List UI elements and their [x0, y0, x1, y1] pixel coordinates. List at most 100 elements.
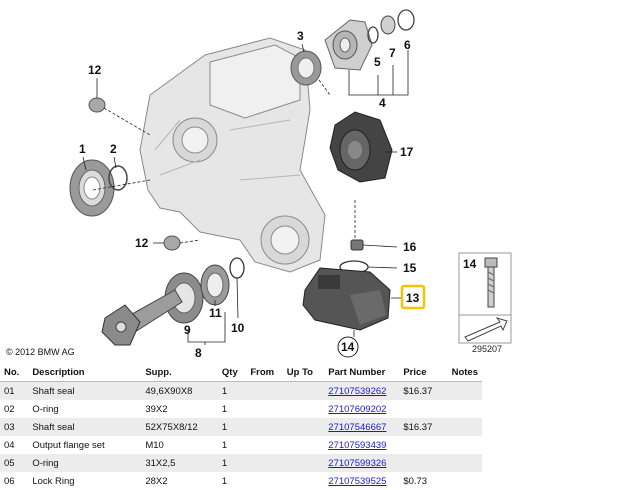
- cell-description: O-ring: [28, 454, 142, 472]
- part-number-link[interactable]: 27107609202: [328, 403, 387, 415]
- cell-no: 01: [0, 381, 29, 400]
- table-row: 03 Shaft seal 52X75X8/12 1 27107546667 $…: [0, 418, 482, 436]
- output-shaft-part-8[interactable]: [101, 289, 183, 346]
- callout-1: 1: [79, 142, 86, 156]
- lock-ring-part-6[interactable]: [397, 9, 415, 31]
- header-supp: Supp.: [141, 363, 218, 382]
- callout-7: 7: [389, 46, 396, 60]
- table-row: 06 Lock Ring 28X2 1 27107539525 $0.73: [0, 472, 482, 490]
- actuator-motor-part-17[interactable]: [329, 111, 393, 183]
- table-row: 05 O-ring 31X2,5 1 27107599326: [0, 454, 482, 472]
- callout-13: 13: [406, 291, 420, 305]
- cell-upto: [282, 418, 325, 436]
- cell-part-number: 27107539525: [324, 472, 399, 490]
- cell-from: [246, 436, 282, 454]
- callout-4: 4: [379, 96, 386, 110]
- cell-qty: 1: [217, 454, 247, 472]
- cell-notes: [447, 454, 482, 472]
- cell-price: $0.73: [403, 475, 428, 487]
- inset-panel: 14: [458, 252, 512, 344]
- cell-price: [399, 436, 447, 454]
- cell-no: 05: [0, 454, 29, 472]
- callout-16: 16: [403, 240, 417, 254]
- o-ring-part-10[interactable]: [229, 257, 245, 279]
- part-16[interactable]: [350, 239, 364, 251]
- cell-supp: 28X2: [145, 475, 168, 487]
- callout-11: 11: [209, 306, 222, 320]
- o-ring-part-2[interactable]: [108, 165, 128, 191]
- callout-8: 8: [195, 346, 202, 360]
- shaft-seal-part-3[interactable]: [290, 50, 322, 86]
- cell-description: O-ring: [32, 403, 59, 415]
- callout-9: 9: [184, 323, 191, 337]
- callout-13-highlight[interactable]: 13: [400, 284, 426, 310]
- cell-qty: 1: [221, 403, 228, 415]
- o-ring-part-5[interactable]: [367, 26, 379, 44]
- part-number-link[interactable]: 27107599326: [328, 457, 387, 469]
- header-upto: Up To: [282, 363, 325, 382]
- cell-notes: [447, 418, 482, 436]
- cell-no: 04: [4, 439, 15, 451]
- cell-supp: 31X2,5: [141, 454, 218, 472]
- cell-upto: [283, 436, 325, 454]
- cell-notes: [448, 472, 482, 490]
- cell-price: [399, 400, 447, 418]
- cell-supp: 52X75X8/12: [141, 418, 218, 436]
- cell-from: [246, 472, 282, 490]
- cell-qty: 1: [221, 439, 228, 451]
- cell-no: 06: [4, 475, 15, 487]
- header-qty: Qty: [217, 363, 247, 382]
- header-no: No.: [0, 363, 29, 382]
- cell-price: $16.37: [399, 381, 448, 400]
- cell-upto: [283, 400, 325, 418]
- cell-upto: [282, 381, 325, 400]
- cell-no: 03: [0, 418, 29, 436]
- cell-part-number: 27107599326: [324, 454, 400, 472]
- cell-qty: 1: [217, 381, 247, 400]
- shaft-seal-part-9[interactable]: [164, 272, 204, 324]
- bolt-part-14[interactable]: [484, 257, 498, 308]
- cell-part-number: 27107539262: [324, 381, 400, 400]
- inset-callout-14: 14: [463, 257, 477, 271]
- callout-labels: 1 2 3 4 5 6 7 8 9 10 11 12 12 15 16 17: [79, 29, 417, 360]
- plug-part-12-upper[interactable]: [88, 97, 106, 113]
- copyright-notice: © 2012 BMW AG: [6, 347, 75, 357]
- cell-from: [246, 418, 283, 436]
- transfer-case-housing: [139, 37, 326, 273]
- cell-supp: 49,6X90X8: [141, 381, 218, 400]
- part-number-link[interactable]: 27107546667: [328, 421, 387, 433]
- cell-part-number: 27107609202: [324, 400, 399, 418]
- part-number-link[interactable]: 27107539262: [328, 385, 387, 397]
- shaft-seal-part-1[interactable]: [69, 159, 115, 217]
- parts-table-header: No. Description Supp. Qty From Up To Par…: [0, 363, 482, 382]
- callout-17: 17: [400, 145, 414, 159]
- cell-upto: [283, 472, 325, 490]
- callout-6: 6: [404, 38, 411, 52]
- callout-12-lower: 12: [135, 236, 149, 250]
- cell-from: [246, 454, 283, 472]
- callout-5: 5: [374, 55, 381, 69]
- callout-2: 2: [110, 142, 117, 156]
- header-from: From: [246, 363, 283, 382]
- cell-notes: [447, 381, 482, 400]
- callout-15: 15: [403, 261, 417, 275]
- seal-ring-part-7[interactable]: [380, 15, 396, 35]
- diagram-reference-number: 295207: [472, 344, 503, 354]
- cell-part-number: 27107546667: [324, 418, 400, 436]
- plug-part-12-lower[interactable]: [163, 235, 181, 251]
- part-number-link[interactable]: 27107593439: [328, 439, 387, 451]
- header-part-number: Part Number: [324, 363, 400, 382]
- cell-qty: 1: [217, 418, 247, 436]
- callout-12-upper: 12: [88, 63, 102, 77]
- control-unit-part-13[interactable]: [302, 267, 391, 331]
- cell-supp: M10: [145, 439, 164, 451]
- cell-notes: [448, 436, 482, 454]
- cell-price: $16.37: [399, 418, 448, 436]
- part-number-link[interactable]: 27107539525: [328, 475, 387, 487]
- seal-part-11[interactable]: [200, 264, 230, 306]
- cell-price: [399, 454, 448, 472]
- cell-no: 02: [4, 403, 15, 415]
- cell-description: Shaft seal: [28, 418, 142, 436]
- output-flange-part-4[interactable]: [324, 19, 373, 71]
- table-row: 01 Shaft seal 49,6X90X8 1 27107539262 $1…: [0, 381, 482, 400]
